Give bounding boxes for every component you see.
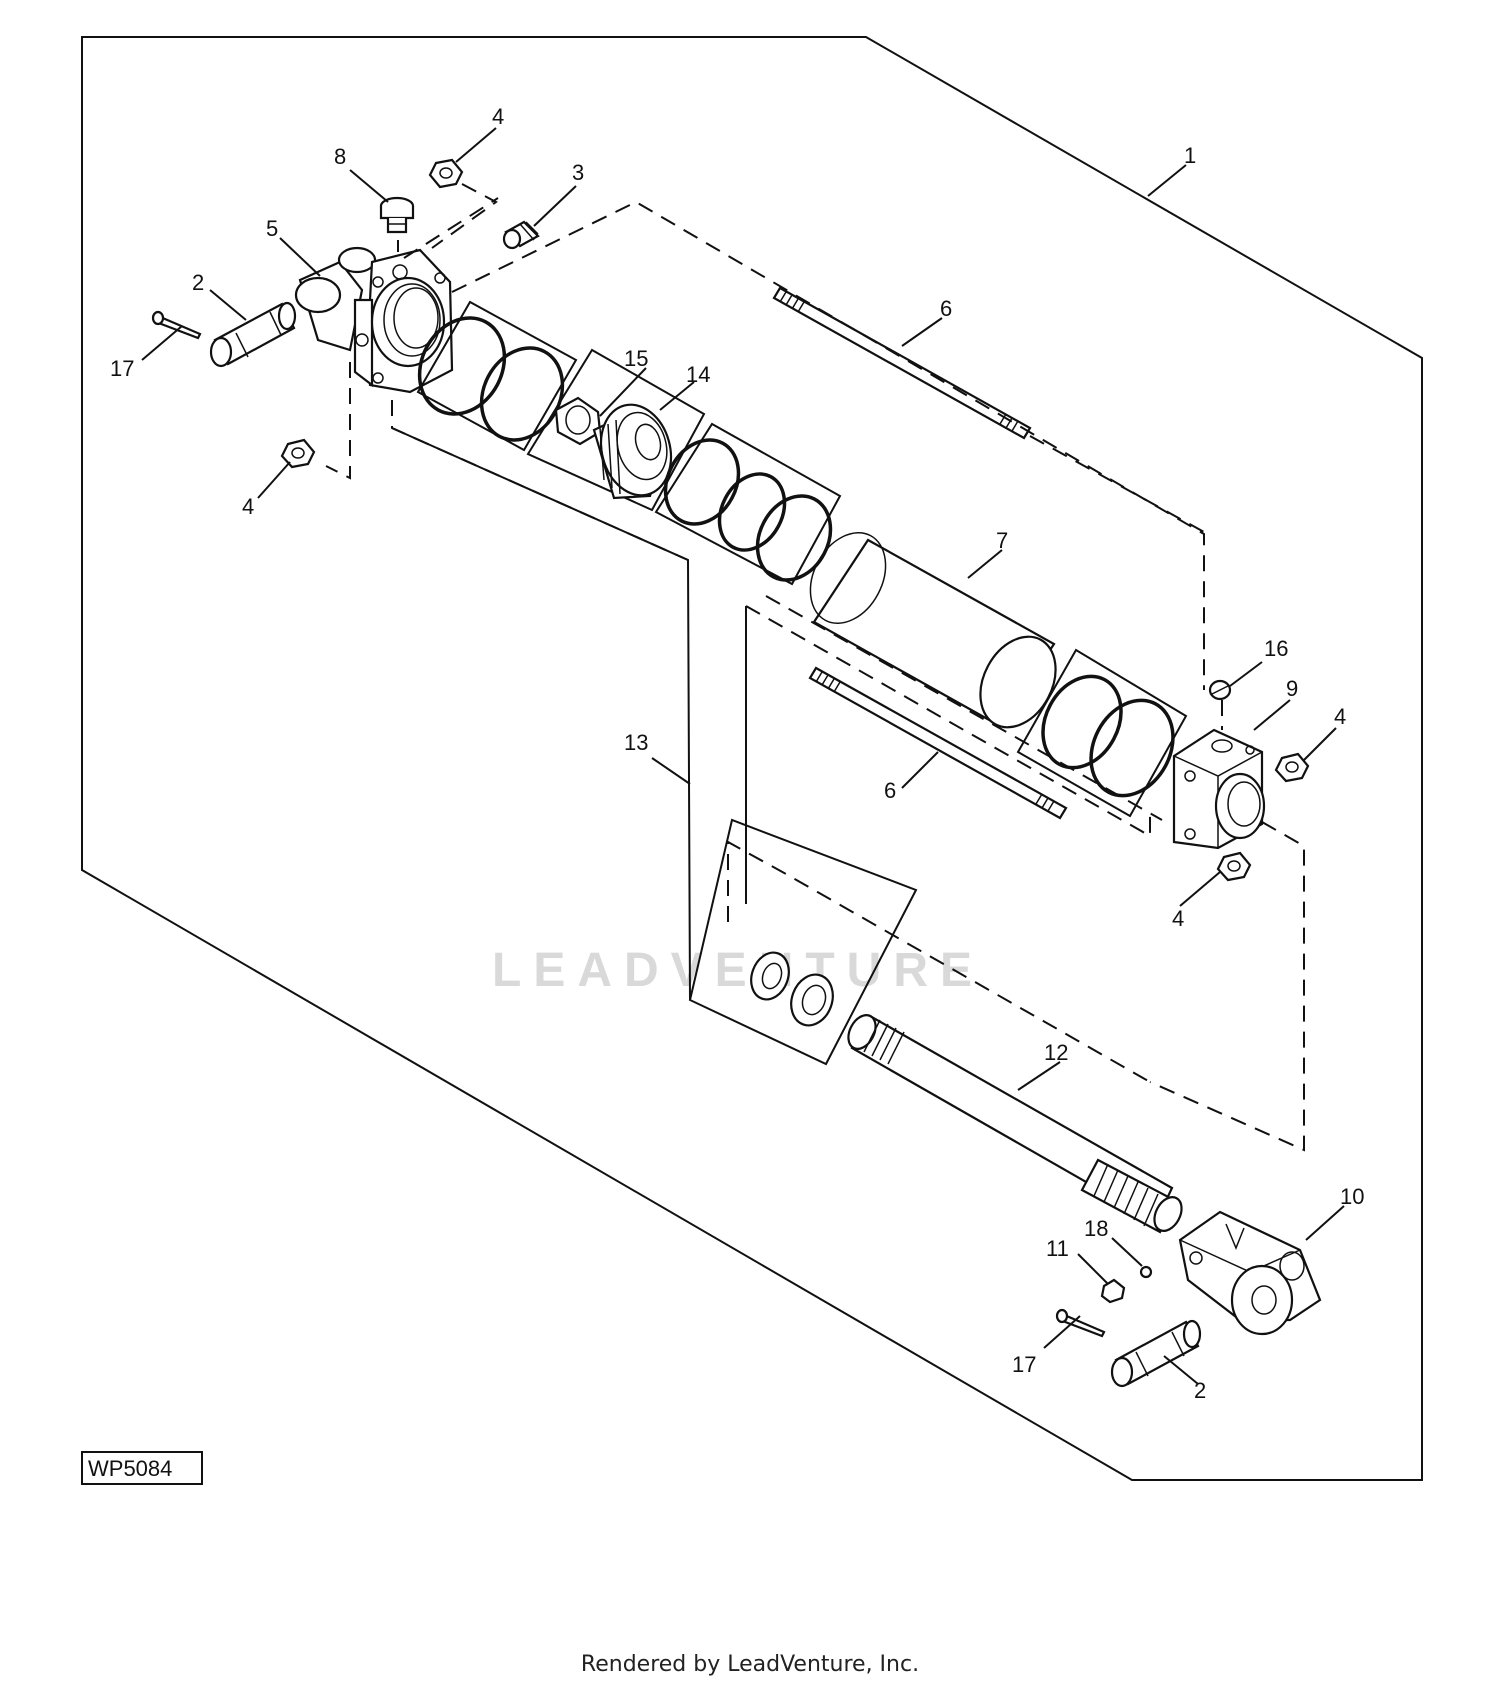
callout-1: 1 [1184, 143, 1196, 168]
part-4-nut-top[interactable] [428, 158, 464, 189]
part-13-rod-seals[interactable] [745, 947, 840, 1031]
callout-16: 16 [1264, 636, 1288, 661]
callout-7: 7 [996, 528, 1008, 553]
callout-11: 11 [1046, 1236, 1069, 1261]
figure-id: WP5084 [88, 1456, 172, 1481]
assembly-outline [81, 36, 1423, 1481]
callout-17: 17 [1012, 1352, 1036, 1377]
callout-4: 4 [1172, 906, 1184, 931]
part-8-plug[interactable] [379, 196, 415, 234]
part-16-screw[interactable] [1208, 679, 1232, 701]
part-4-nut-left[interactable] [280, 438, 316, 469]
part-11-fitting[interactable] [1100, 1278, 1126, 1304]
callout-4: 4 [492, 104, 504, 129]
callout-6: 6 [884, 778, 896, 803]
part-18-ball[interactable] [1139, 1265, 1153, 1279]
callout-8: 8 [334, 144, 346, 169]
part-2-pin-right[interactable] [1110, 1319, 1202, 1388]
part-17-cotter-left[interactable] [151, 310, 202, 340]
callout-15: 15 [624, 346, 648, 371]
part-12-piston-rod[interactable] [843, 1010, 1187, 1235]
part-7-barrel[interactable] [795, 520, 1070, 741]
part-15-piston-nut[interactable] [554, 396, 602, 446]
part-4-nut-right-lower[interactable] [1216, 851, 1252, 882]
seal-kit-box-3 [654, 422, 842, 586]
part-9-end-cap[interactable] [1172, 728, 1266, 850]
callout-4: 4 [242, 494, 254, 519]
callout-14: 14 [686, 362, 710, 387]
part-6-tie-rod-upper[interactable] [772, 286, 1032, 440]
part-13-barrel-seals[interactable] [1028, 663, 1189, 810]
watermark: LEADVENTURE [492, 944, 984, 997]
callout-9: 9 [1286, 676, 1298, 701]
part-13-piston-seals[interactable] [651, 427, 844, 593]
figure-id-box [81, 1451, 203, 1485]
seal-kit-box-5 [688, 818, 918, 1066]
callout-18: 18 [1084, 1216, 1108, 1241]
part-4-nut-right-upper[interactable] [1274, 752, 1310, 783]
callout-6: 6 [940, 296, 952, 321]
part-6-tie-rod-lower[interactable] [808, 666, 1068, 820]
leader-lines [141, 127, 1345, 1385]
part-5-end-cap[interactable] [294, 246, 454, 394]
callout-13: 13 [624, 730, 648, 755]
callout-5: 5 [266, 216, 278, 241]
part-10-clevis[interactable] [1178, 1210, 1322, 1336]
callout-4: 4 [1334, 704, 1346, 729]
seal-kit-frame-13 [391, 427, 747, 1001]
seal-kit-box-1 [416, 300, 578, 452]
footer-credit: Rendered by LeadVenture, Inc. [580, 1652, 920, 1677]
part-2-pin-left[interactable] [209, 301, 297, 368]
part-17-cotter-right[interactable] [1055, 1308, 1106, 1338]
callout-17: 17 [110, 356, 134, 381]
callout-2: 2 [1194, 1378, 1206, 1403]
part-14-piston[interactable] [591, 397, 680, 503]
callout-3: 3 [572, 160, 584, 185]
callout-2: 2 [192, 270, 204, 295]
leader-1 [1147, 164, 1187, 197]
seal-kit-box-4 [1016, 648, 1188, 818]
part-3-fitting[interactable] [502, 220, 540, 250]
seal-kit-box-2 [526, 348, 706, 512]
callout-10: 10 [1340, 1184, 1364, 1209]
callout-12: 12 [1044, 1040, 1068, 1065]
